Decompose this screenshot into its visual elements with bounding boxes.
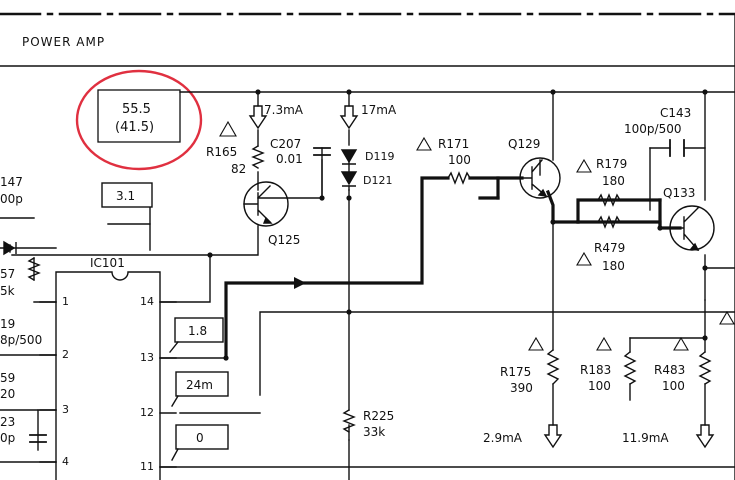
warning-triangles (219, 120, 735, 351)
diode-symbols (3, 149, 358, 256)
section-title: POWER AMP (22, 35, 105, 49)
voltage-bottom: (41.5) (115, 120, 154, 135)
box-pin12: 24m (186, 378, 213, 392)
r183-value: 100 (588, 379, 611, 393)
ic-pin-4: 4 (62, 455, 69, 468)
c143-ref: C143 (660, 106, 691, 120)
ic-pin-14: 14 (140, 295, 154, 308)
left-label-9: 23 (0, 415, 15, 429)
ic-pin-2: 2 (62, 348, 69, 361)
left-diode-symbol (3, 240, 17, 256)
c123-symbol (29, 434, 47, 443)
c207-value: 0.01 (276, 152, 303, 166)
r179-ref: R179 (596, 157, 627, 171)
r157-symbol (27, 257, 41, 281)
current-label-1: 7.3mA (264, 103, 304, 117)
ic-pin-12: 12 (140, 406, 154, 419)
r225-ref: R225 (363, 409, 394, 423)
current-label-2: 17mA (361, 103, 397, 117)
r175-value: 390 (510, 381, 533, 395)
q129-transistor (519, 157, 561, 199)
ic-pin-11: 11 (140, 460, 154, 473)
voltage-callout: 55.5 (41.5) (97, 89, 181, 143)
r165-value: 82 (231, 162, 246, 176)
r165-ref: R165 (206, 145, 237, 159)
r179-symbol (597, 193, 621, 207)
box-3v: 3.1 (116, 189, 135, 203)
c143-value: 100p/500 (624, 122, 681, 136)
ic101-body (39, 271, 177, 480)
d119-label: D119 (365, 150, 394, 163)
ic-pin-1: 1 (62, 295, 69, 308)
left-label-2: 00p (0, 192, 23, 206)
r479-ref: R479 (594, 241, 625, 255)
r171-value: 100 (448, 153, 471, 167)
r171-ref: R171 (438, 137, 469, 151)
r175-symbol (546, 349, 560, 385)
pin-boxes (101, 182, 229, 461)
r179-value: 180 (602, 174, 625, 188)
c207-symbol (313, 147, 331, 156)
ic101-label: IC101 (90, 256, 125, 270)
left-label-8: 20 (0, 387, 15, 401)
resistor-symbols (27, 145, 712, 433)
annotation-circle (75, 69, 203, 171)
left-label-10: 0p (0, 431, 15, 445)
r171-symbol (447, 171, 471, 185)
left-label-5: 19 (0, 317, 15, 331)
box-pin13: 1.8 (188, 324, 207, 338)
c207-ref: C207 (270, 137, 301, 151)
q125-transistor (243, 181, 289, 227)
left-label-4: 5k (0, 284, 15, 298)
c143-symbol (669, 139, 685, 157)
left-label-7: 59 (0, 371, 15, 385)
d121-label: D121 (363, 174, 392, 187)
current-label-3: 2.9mA (483, 431, 523, 445)
r225-value: 33k (363, 425, 385, 439)
r483-value: 100 (662, 379, 685, 393)
box-pin11: 0 (196, 431, 204, 445)
q133-transistor (669, 205, 715, 251)
left-label-6: 8p/500 (0, 333, 42, 347)
q129-label: Q129 (508, 137, 540, 151)
r479-value: 180 (602, 259, 625, 273)
r483-symbol (698, 351, 712, 385)
ic-pin-13: 13 (140, 351, 154, 364)
current-arrows (248, 105, 715, 449)
r165-symbol (251, 145, 265, 169)
signal-arrow (294, 277, 306, 289)
junction-dots (207, 89, 708, 361)
r183-symbol (623, 351, 637, 385)
r175-ref: R175 (500, 365, 531, 379)
current-label-4: 11.9mA (622, 431, 669, 445)
r225-symbol (342, 409, 356, 433)
r183-ref: R183 (580, 363, 611, 377)
left-label-1: 147 (0, 175, 23, 189)
q133-label: Q133 (663, 186, 695, 200)
left-label-3: 57 (0, 267, 15, 281)
r479-symbol (597, 215, 621, 229)
capacitor-symbols (29, 139, 685, 443)
header-frame (0, 12, 735, 480)
d121-symbol (340, 171, 358, 187)
voltage-top: 55.5 (122, 102, 151, 117)
q125-label: Q125 (268, 233, 300, 247)
r483-ref: R483 (654, 363, 685, 377)
ic-pin-3: 3 (62, 403, 69, 416)
